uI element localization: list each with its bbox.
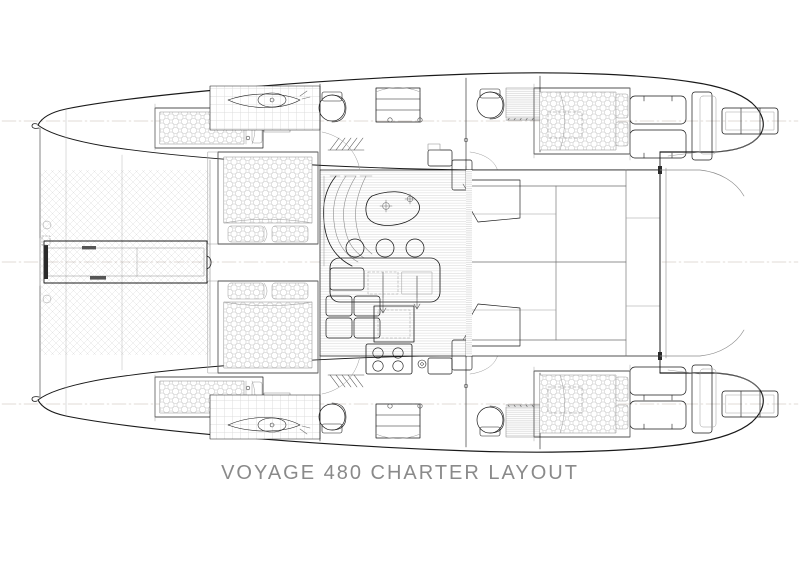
starboard-transom-lockers [721, 390, 779, 418]
starboard-head-compartments [209, 354, 543, 450]
port-bow-cabin-aft [533, 87, 631, 155]
stbd-shower-fwd [327, 374, 365, 388]
stern-deck-extension [659, 151, 745, 375]
port-vanity-basin [227, 93, 301, 108]
starboard-bow-cabin-aft [533, 370, 631, 438]
stbd-toilet-aft [476, 406, 504, 434]
port-shower-fwd [327, 137, 365, 151]
port-transom-lockers [721, 107, 779, 135]
starboard-hull-outline [31, 354, 764, 453]
beam-fitting-upper [82, 246, 96, 250]
aft-cockpit-deck [466, 166, 667, 360]
galley-counter [329, 257, 441, 314]
starboard-aft-berth [207, 280, 319, 374]
port-aft-berth [207, 151, 319, 245]
stbd-toilet-fwd [318, 403, 346, 431]
page-title: VOYAGE 480 CHARTER LAYOUT [221, 462, 579, 484]
beam-fitting-lower [90, 276, 106, 280]
bridgedeck-saloon [319, 87, 499, 439]
companionway-steps-forward [375, 87, 421, 123]
u-shaped-settee [323, 175, 373, 267]
bar-stools [345, 238, 425, 258]
port-hull-outline [31, 72, 764, 171]
nav-station [329, 267, 365, 291]
foredeck-trampoline [39, 109, 211, 416]
port-stern-lockers [629, 91, 717, 161]
companionway-steps-aft [375, 403, 421, 439]
saloon-table [365, 191, 420, 226]
forward-crossbeam [39, 127, 212, 399]
port-toilet-aft [476, 91, 504, 119]
oven [373, 305, 415, 343]
port-toilet-fwd [318, 94, 346, 122]
deck-fittings [245, 117, 469, 409]
hull-longitudinals [154, 83, 631, 442]
title-block: VOYAGE 480 CHARTER LAYOUT [0, 462, 800, 485]
cooktop [365, 343, 427, 375]
starboard-stern-lockers [629, 364, 717, 434]
door-swings [321, 131, 499, 395]
